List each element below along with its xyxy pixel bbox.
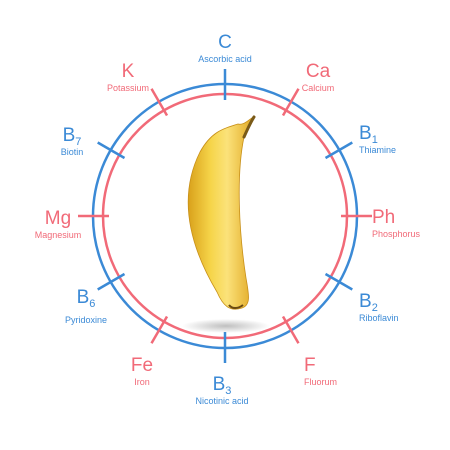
nutrient-symbol: B2 — [359, 291, 378, 314]
banana-icon — [182, 115, 270, 333]
tick-f — [281, 315, 300, 344]
nutrient-symbol: Mg — [44, 208, 72, 229]
nutrient-name: Magnesium — [34, 230, 82, 240]
nutrient-symbol: B7 — [62, 125, 82, 148]
nutrient-name: Thiamine — [359, 145, 397, 155]
tick-b1 — [324, 141, 353, 160]
nutrient-symbol: K — [121, 61, 135, 82]
nutrient-ph: Ph Phosphorus — [372, 208, 420, 240]
nutrient-name: Ascorbic acid — [198, 54, 252, 64]
nutrient-f: F Fluorum — [304, 356, 337, 388]
nutrient-b2: B2 Riboflavin — [359, 292, 399, 324]
nutrient-symbol: F — [304, 355, 316, 376]
nutrient-name: Pyridoxine — [64, 315, 108, 325]
nutrient-name: Nicotinic acid — [195, 396, 249, 406]
nutrient-c: C Ascorbic acid — [198, 33, 252, 65]
nutrient-k: K Potassium — [107, 62, 149, 94]
nutrient-name: Phosphorus — [372, 229, 421, 239]
nutrient-symbol: C — [218, 32, 232, 53]
nutrient-b7: B7 Biotin — [61, 126, 84, 158]
nutrient-name: Biotin — [60, 147, 84, 157]
tick-b7 — [97, 141, 126, 160]
nutrient-fe: Fe Iron — [131, 356, 153, 388]
tick-ca — [281, 88, 300, 117]
tick-k — [150, 88, 169, 117]
nutrient-symbol: Ca — [305, 61, 331, 82]
ring-ticks — [78, 69, 372, 363]
nutrient-name: Iron — [134, 377, 150, 387]
nutrient-symbol: B1 — [359, 123, 378, 146]
tick-b2 — [324, 272, 353, 291]
nutrient-symbol: B6 — [76, 287, 96, 310]
nutrient-symbol: B3 — [212, 374, 232, 397]
nutrient-ca: Ca Calcium — [302, 62, 335, 94]
nutrient-b6: B6 Pyridoxine — [65, 288, 107, 326]
tick-fe — [150, 315, 169, 344]
nutrient-mg: Mg Magnesium — [35, 209, 82, 241]
nutrient-name: Calcium — [301, 83, 335, 93]
nutrient-symbol: Fe — [130, 355, 154, 376]
nutrient-name: Potassium — [106, 83, 150, 93]
nutrient-b1: B1 Thiamine — [359, 124, 396, 156]
tick-b6 — [97, 272, 126, 291]
nutrient-name: Fluorum — [304, 377, 338, 387]
nutrient-symbol: Ph — [372, 207, 396, 228]
nutrient-b3: B3 Nicotinic acid — [195, 375, 248, 407]
nutrient-name: Riboflavin — [359, 313, 399, 323]
